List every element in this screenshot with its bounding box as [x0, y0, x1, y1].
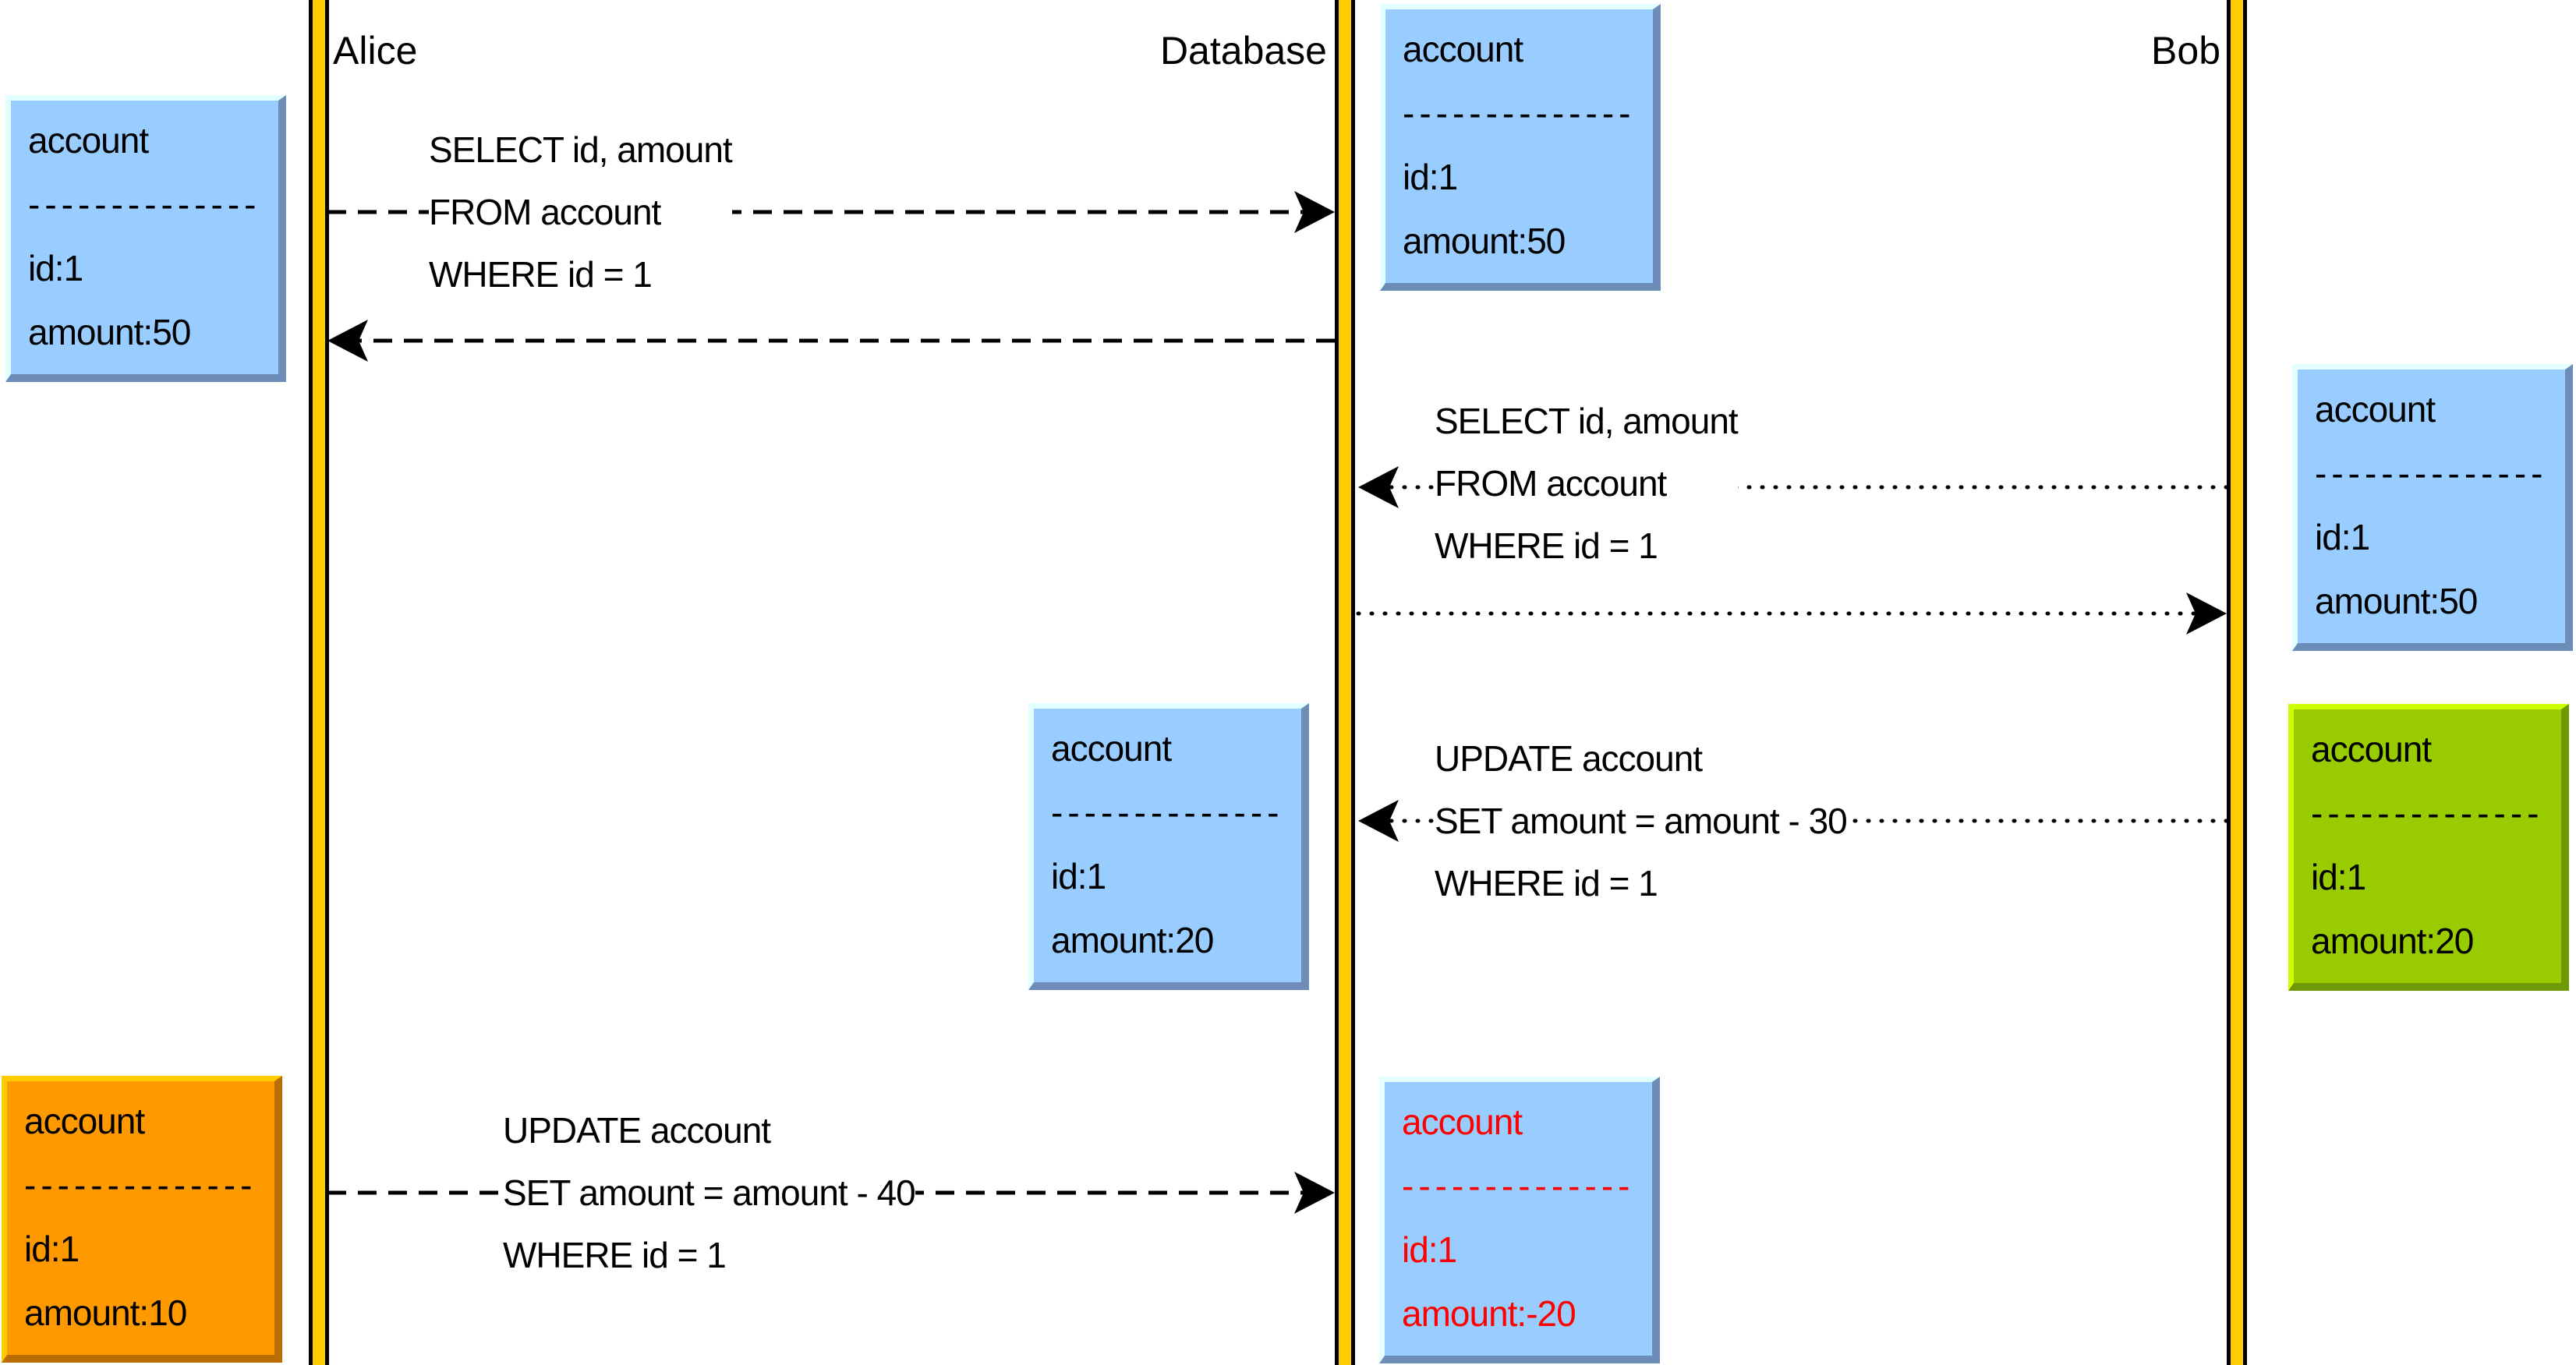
record-id: id:1: [2311, 857, 2366, 897]
message-line: SET amount = amount - 40: [503, 1172, 916, 1213]
record-title: account: [2315, 389, 2436, 430]
record-amount: amount:50: [1403, 221, 1566, 261]
record-title: account: [2311, 729, 2432, 769]
actor-label-alice: Alice: [333, 29, 418, 72]
arrow-select-bob-to-db: [1358, 466, 2229, 508]
record-amount: amount:50: [2315, 581, 2478, 621]
lifeline-bob: [2227, 0, 2247, 1365]
message-line: FROM account: [429, 192, 661, 232]
record-id: id:1: [28, 248, 83, 288]
message-line: UPDATE account: [503, 1110, 771, 1151]
record-box-db-initial: account -------------- id:1 amount:50: [1380, 4, 1661, 291]
record-separator: --------------: [28, 184, 261, 225]
actor-label-database: Database: [1159, 29, 1327, 72]
record-box-bob-expected: account -------------- id:1 amount:20: [2288, 704, 2569, 991]
message-label-select-bob: SELECT id, amount FROM account WHERE id …: [1435, 390, 1739, 577]
arrowhead-right-icon: [1294, 191, 1335, 233]
arrowhead-left-icon: [327, 320, 368, 362]
record-amount: amount:-20: [1402, 1293, 1576, 1334]
record-box-db-final-error: account -------------- id:1 amount:-20: [1379, 1077, 1660, 1363]
record-id: id:1: [24, 1229, 80, 1269]
arrowhead-left-icon: [1358, 466, 1399, 508]
record-separator: --------------: [1402, 1165, 1635, 1206]
record-box-alice-expected: account -------------- id:1 amount:10: [2, 1076, 282, 1363]
record-title: account: [28, 120, 149, 161]
record-title: account: [1051, 728, 1172, 769]
message-line: WHERE id = 1: [503, 1235, 727, 1275]
record-amount: amount:20: [2311, 921, 2474, 961]
message-line: WHERE id = 1: [429, 254, 653, 295]
record-separator: --------------: [1403, 93, 1636, 133]
record-separator: --------------: [2315, 453, 2548, 493]
message-line: SELECT id, amount: [1435, 401, 1739, 441]
message-line: SET amount = amount - 30: [1435, 801, 1848, 841]
lifeline-database: [1335, 0, 1355, 1365]
arrowhead-right-icon: [2186, 592, 2227, 635]
message-line: SELECT id, amount: [429, 129, 733, 170]
record-title: account: [1403, 29, 1523, 69]
record-box-db-after-bob-update: account -------------- id:1 amount:20: [1028, 703, 1309, 990]
record-id: id:1: [1051, 856, 1106, 896]
message-line: WHERE id = 1: [1435, 525, 1658, 566]
message-label-update-bob: UPDATE account SET amount = amount - 30 …: [1435, 727, 1848, 914]
record-box-bob-read: account -------------- id:1 amount:50: [2292, 364, 2573, 651]
arrow-update-bob-to-db: [1358, 800, 2229, 842]
arrowhead-right-icon: [1294, 1172, 1335, 1214]
message-label-update-alice: UPDATE account SET amount = amount - 40 …: [503, 1099, 916, 1286]
arrow-return-db-to-bob: [1356, 592, 2227, 635]
record-title: account: [1402, 1102, 1523, 1142]
record-separator: --------------: [1051, 792, 1284, 833]
record-separator: --------------: [24, 1165, 257, 1205]
message-line: UPDATE account: [1435, 738, 1703, 779]
record-amount: amount:50: [28, 312, 191, 352]
actor-label-bob: Bob: [2151, 29, 2220, 72]
record-id: id:1: [2315, 517, 2370, 557]
message-line: WHERE id = 1: [1435, 863, 1658, 904]
arrowhead-left-icon: [1358, 800, 1399, 842]
record-separator: --------------: [2311, 793, 2544, 833]
lifeline-alice: [309, 0, 329, 1365]
record-id: id:1: [1403, 157, 1458, 197]
record-box-alice-read: account -------------- id:1 amount:50: [5, 95, 286, 382]
record-id: id:1: [1402, 1229, 1457, 1270]
record-amount: amount:20: [1051, 920, 1214, 960]
message-label-select-alice: SELECT id, amount FROM account WHERE id …: [429, 118, 733, 306]
record-amount: amount:10: [24, 1293, 187, 1333]
message-line: FROM account: [1435, 463, 1667, 504]
arrow-return-db-to-alice: [327, 320, 1335, 362]
record-title: account: [24, 1101, 145, 1141]
